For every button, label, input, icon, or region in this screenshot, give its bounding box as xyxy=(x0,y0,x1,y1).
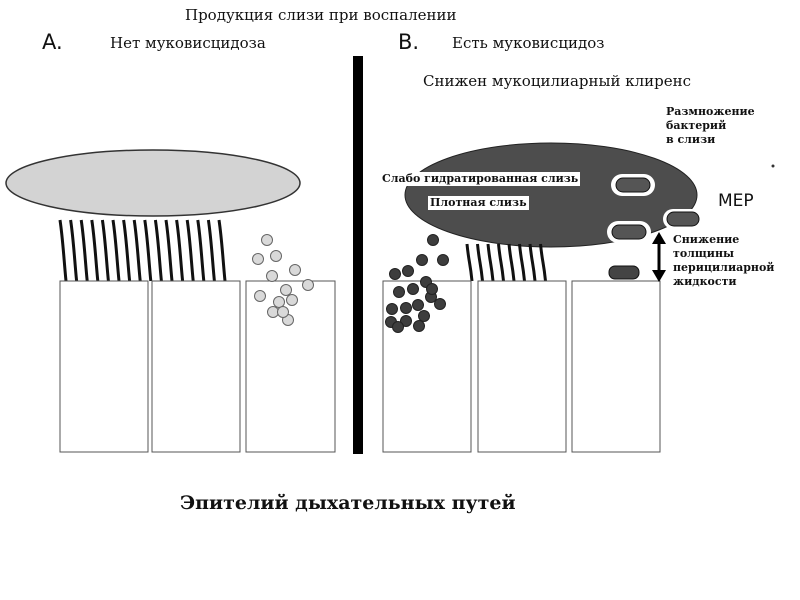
bacteria-group xyxy=(607,174,703,280)
cilium xyxy=(486,243,495,282)
reduced-line-4: жидкости xyxy=(673,275,737,288)
mucin-granule xyxy=(427,234,439,246)
mucin-granule xyxy=(402,265,414,277)
panel-b-letter: B. xyxy=(398,30,420,54)
mucin-granule xyxy=(400,315,412,327)
weak-mucus-annotation: Слабо гидратированная слизь xyxy=(380,172,581,186)
bacterium-1 xyxy=(611,174,655,196)
mucin-granule xyxy=(400,302,412,314)
bacteria-line-1: Размножение xyxy=(666,105,755,118)
cilium xyxy=(185,219,195,282)
cilia-group-a xyxy=(58,219,227,282)
cilium xyxy=(100,219,110,282)
mucin-granule xyxy=(254,290,266,302)
cilium xyxy=(90,219,100,282)
bacteria-annotation: Размножение бактерий в слизи xyxy=(666,105,755,147)
cilium xyxy=(217,219,227,282)
center-divider xyxy=(353,56,363,454)
mucin-granule xyxy=(270,250,282,262)
mucin-granule xyxy=(434,298,446,310)
cilium xyxy=(164,219,174,282)
granules-a xyxy=(252,234,314,326)
cilium xyxy=(153,219,163,282)
mucin-granule xyxy=(389,268,401,280)
goblet-cell-a xyxy=(245,280,336,453)
reduced-line-1: Снижение xyxy=(673,233,740,246)
mucin-granule xyxy=(416,254,428,266)
cf-mucus-layer xyxy=(404,142,698,248)
reduced-line-3: перицилиарной xyxy=(673,261,775,274)
mucin-granule xyxy=(266,270,278,282)
mucin-granule xyxy=(426,283,438,295)
pcl-height-arrow xyxy=(652,232,666,282)
reduced-fluid-annotation: Снижение толщины перицилиарной жидкости xyxy=(673,233,774,289)
cilium xyxy=(539,243,547,282)
mep-label: MEP xyxy=(718,191,754,211)
mucin-granule xyxy=(289,264,301,276)
reduced-line-2: толщины xyxy=(673,247,735,260)
cilium xyxy=(122,219,132,282)
cilium xyxy=(58,219,68,282)
diagram-title: Продукция слизи при воспалении xyxy=(185,6,457,24)
bacterium-2 xyxy=(607,221,651,243)
panel-a-letter: A. xyxy=(42,30,63,54)
cilium xyxy=(476,243,484,282)
mucin-granule xyxy=(286,294,298,306)
epithelial-cell-a2 xyxy=(151,280,241,453)
bacteria-line-3: в слизи xyxy=(666,133,716,146)
cilium xyxy=(497,243,505,282)
mucin-granule xyxy=(407,283,419,295)
mucin-granule xyxy=(277,306,289,318)
mucin-granule xyxy=(418,310,430,322)
mucin-granule xyxy=(252,253,264,265)
cilia-group-b xyxy=(465,243,547,282)
mucin-granule xyxy=(273,296,285,308)
panel-a-caption: Нет муковисцидоза xyxy=(110,34,266,52)
cilium xyxy=(528,243,537,282)
cilium xyxy=(175,219,185,282)
epithelial-cell-a1 xyxy=(59,280,149,453)
stray-dot xyxy=(771,164,775,168)
epithelial-cell-b2 xyxy=(571,280,661,453)
granules-b xyxy=(385,234,449,333)
mucin-granule xyxy=(267,306,279,318)
cilium xyxy=(69,219,79,282)
cilium xyxy=(143,219,153,282)
cilium xyxy=(206,219,216,282)
clearance-note: Снижен мукоцилиарный клиренс xyxy=(423,72,692,90)
cilium xyxy=(507,243,516,282)
mucin-granule xyxy=(412,299,424,311)
bottom-label: Эпителий дыхательных путей xyxy=(180,492,516,514)
mucin-granule xyxy=(392,321,404,333)
cilium xyxy=(132,219,142,282)
mucin-granule xyxy=(302,279,314,291)
mucin-granule xyxy=(393,286,405,298)
mucin-granule xyxy=(280,284,292,296)
mucin-granule xyxy=(413,320,425,332)
cilium xyxy=(79,219,89,282)
epithelial-cell-b1 xyxy=(477,280,567,453)
mucin-granule xyxy=(261,234,273,246)
cilium xyxy=(111,219,121,282)
mucin-granule xyxy=(386,303,398,315)
dense-mucus-annotation: Плотная слизь xyxy=(428,196,529,210)
normal-mucus-layer xyxy=(5,149,301,217)
cilium xyxy=(465,243,474,282)
mucin-granule xyxy=(437,254,449,266)
cilium xyxy=(196,219,206,282)
panel-b-caption: Есть муковисцидоз xyxy=(452,34,605,52)
bacterium-4 xyxy=(608,265,640,280)
bacteria-line-2: бактерий xyxy=(666,119,727,132)
bacterium-3 xyxy=(663,209,703,229)
cilium xyxy=(518,243,526,282)
